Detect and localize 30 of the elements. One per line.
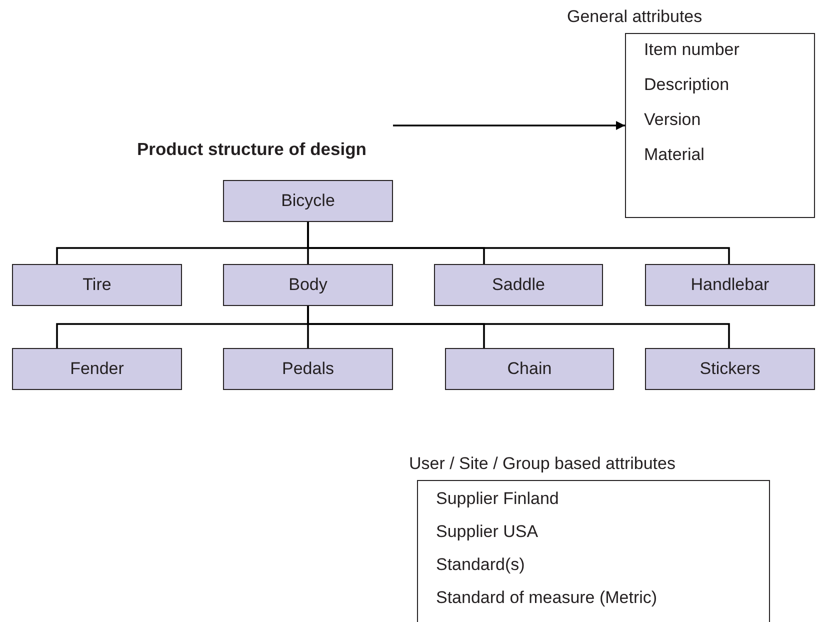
attribute-item: Item number bbox=[644, 40, 740, 60]
component-box bbox=[223, 180, 393, 222]
component-label: Body bbox=[288, 275, 328, 295]
component-box bbox=[12, 348, 182, 390]
list-heading: User / Site / Group based attributes bbox=[409, 454, 676, 474]
component-box bbox=[223, 348, 393, 390]
component-label: Handlebar bbox=[690, 275, 770, 295]
component-label: Pedals bbox=[282, 359, 334, 379]
component-box bbox=[645, 264, 815, 306]
component-label: Tire bbox=[82, 275, 112, 295]
component-label: Stickers bbox=[700, 359, 760, 379]
attribute-item: Standard of measure (Metric) bbox=[436, 588, 658, 608]
arrow bbox=[393, 121, 625, 130]
diagram-title: Product structure of design bbox=[137, 139, 366, 160]
attribute-item: Version bbox=[644, 110, 701, 130]
list-heading: General attributes bbox=[567, 7, 702, 27]
component-label: Chain bbox=[507, 359, 552, 379]
attribute-item: Supplier USA bbox=[436, 522, 538, 542]
component-label: Saddle bbox=[492, 275, 545, 295]
component-label: Fender bbox=[70, 359, 124, 379]
component-box bbox=[12, 264, 182, 306]
component-box bbox=[434, 264, 603, 306]
attribute-item: Standard(s) bbox=[436, 555, 525, 575]
attribute-item: Description bbox=[644, 75, 730, 95]
component-box bbox=[223, 264, 393, 306]
attribute-item: Material bbox=[644, 145, 704, 165]
component-box bbox=[445, 348, 614, 390]
attribute-item: Supplier Finland bbox=[436, 489, 559, 509]
component-box bbox=[645, 348, 815, 390]
component-label: Bicycle bbox=[281, 191, 335, 211]
